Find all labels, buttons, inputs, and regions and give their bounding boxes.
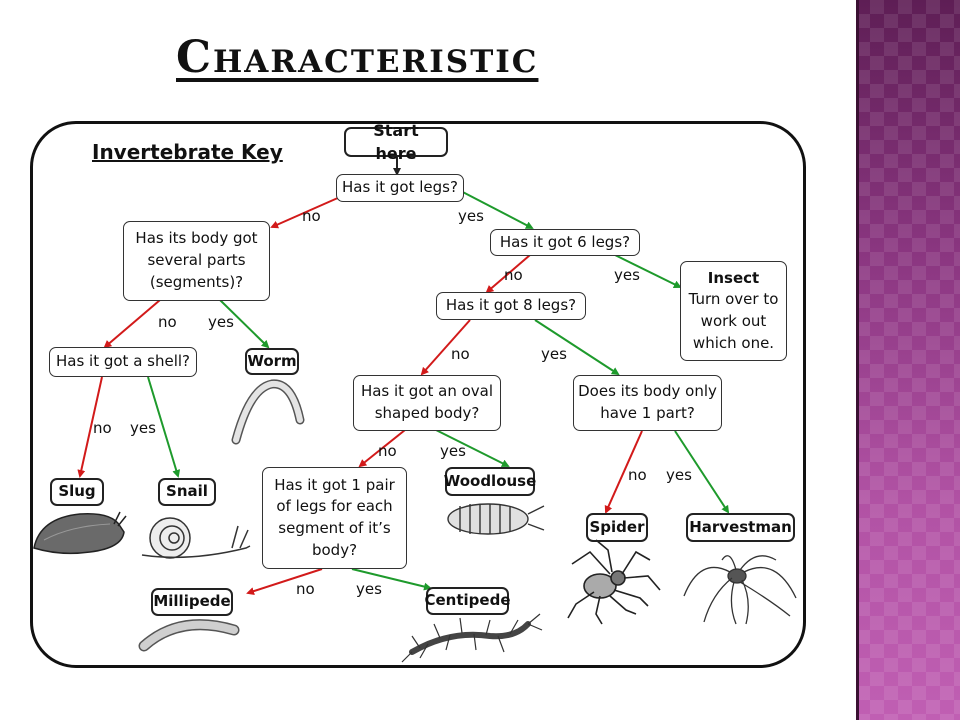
label-pair-yes: yes (356, 580, 382, 598)
decorative-side-panel (856, 0, 960, 720)
label-shell-no: no (93, 419, 112, 437)
answer-spider: Spider (586, 513, 648, 542)
node-has-six-legs: Has it got 6 legs? (490, 229, 640, 256)
label-onepart-yes: yes (666, 466, 692, 484)
node-has-legs: Has it got legs? (336, 174, 464, 202)
node-has-eight-legs: Has it got 8 legs? (436, 292, 586, 320)
arrow-segments-no (103, 299, 161, 349)
node-insect: Insect Turn over to work out which one. (680, 261, 787, 361)
answer-woodlouse: Woodlouse (444, 467, 536, 496)
arrow-oval-yes (435, 429, 510, 467)
label-segments-yes: yes (208, 313, 234, 331)
label-pair-no: no (296, 580, 315, 598)
label-six-no: no (504, 266, 523, 284)
arrow-oval-no (358, 429, 406, 468)
label-eight-no: no (451, 345, 470, 363)
insect-text: Turn over to work out which one. (688, 290, 779, 352)
arrow-segments-yes (219, 299, 270, 349)
label-segments-no: no (158, 313, 177, 331)
arrow-eight-yes (534, 319, 620, 376)
harvestman-illustration (683, 555, 797, 625)
millipede-illustration (138, 619, 240, 652)
arrow-pair-yes (351, 568, 432, 591)
arrow-onepart-no (604, 430, 643, 514)
arrow-six-yes (614, 254, 682, 288)
snail-illustration (141, 517, 251, 559)
label-oval-yes: yes (440, 442, 466, 460)
arrow-six-no (485, 254, 531, 294)
answer-harvestman: Harvestman (686, 513, 795, 542)
centipede-illustration (401, 613, 543, 663)
side-panel-edge (856, 0, 859, 720)
answer-centipede: Centipede (425, 587, 511, 615)
node-oval-body: Has it got an oval shaped body? (353, 375, 501, 431)
answer-snail: Snail (158, 478, 216, 506)
slug-illustration (33, 511, 127, 555)
node-pair-legs: Has it got 1 pair of legs for each segme… (262, 467, 407, 569)
answer-slug: Slug (50, 478, 104, 506)
arrow-shell-no (77, 376, 103, 478)
arrow-eight-no (420, 319, 471, 376)
answer-worm: Worm (245, 348, 299, 375)
label-onepart-no: no (628, 466, 647, 484)
label-oval-no: no (378, 442, 397, 460)
woodlouse-illustration (447, 503, 545, 535)
label-eight-yes: yes (541, 345, 567, 363)
label-shell-yes: yes (130, 419, 156, 437)
arrow-shell-yes (147, 376, 181, 478)
arrow-pair-no (246, 568, 323, 595)
node-has-shell: Has it got a shell? (49, 347, 197, 377)
key-title: Invertebrate Key (92, 140, 283, 164)
arrow-legs-no (270, 196, 341, 229)
spider-illustration (567, 539, 661, 625)
node-has-segments: Has its body got several parts (segments… (123, 221, 270, 301)
node-one-part: Does its body only have 1 part? (573, 375, 722, 431)
label-six-yes: yes (614, 266, 640, 284)
arrow-onepart-yes (674, 430, 730, 514)
insect-title: Insect (707, 268, 760, 287)
label-legs-yes: yes (458, 207, 484, 225)
worm-illustration (231, 379, 305, 445)
diagram-frame (30, 121, 806, 668)
arrow-legs-yes (454, 187, 534, 229)
answer-millipede: Millipede (151, 588, 233, 616)
slide-title: Characteristic (176, 32, 539, 83)
label-legs-no: no (302, 207, 321, 225)
